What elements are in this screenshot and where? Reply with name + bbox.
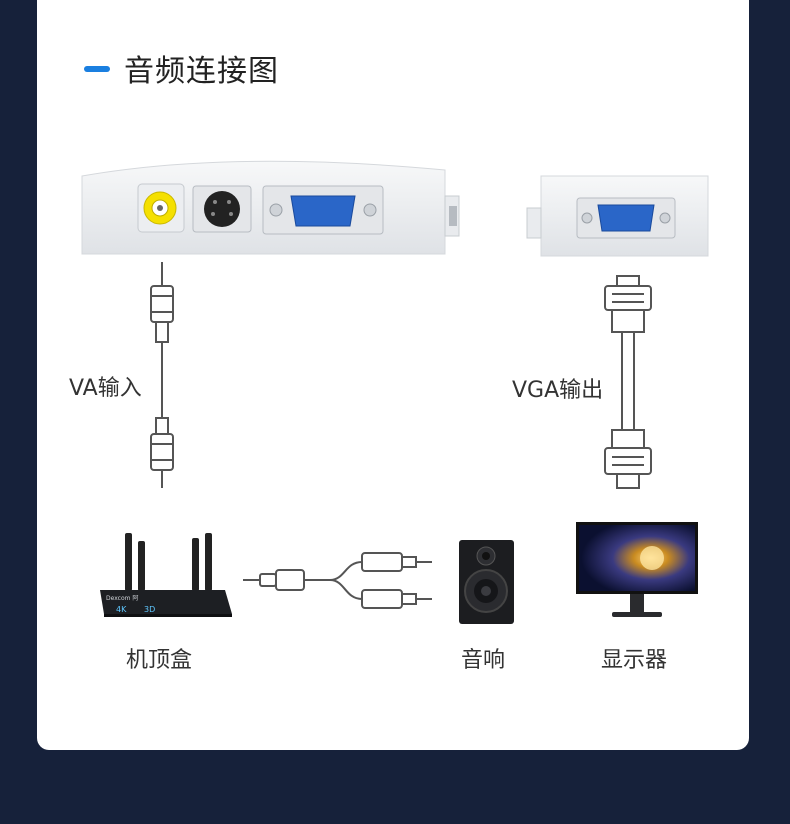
speaker bbox=[459, 540, 514, 624]
box-3d-text: 3D bbox=[144, 605, 155, 614]
box-brand-text: Dexcom 阿 bbox=[106, 594, 138, 602]
rca-cable bbox=[150, 262, 174, 488]
label-va-input: VA输入 bbox=[69, 376, 142, 401]
vga-port-icon bbox=[581, 204, 671, 232]
rca-jack-icon bbox=[137, 183, 185, 233]
vga-port-icon bbox=[262, 185, 384, 235]
set-top-box: Dexcom 阿 4K 3D bbox=[100, 533, 232, 617]
rca-plug-icon bbox=[150, 433, 174, 471]
rca-plug-icon bbox=[150, 285, 174, 323]
label-set-top-box: 机顶盒 bbox=[126, 648, 193, 673]
label-monitor: 显示器 bbox=[601, 648, 668, 673]
converter-box-side bbox=[526, 175, 709, 257]
audio-y-cable bbox=[243, 552, 432, 609]
rca-plug-icon bbox=[361, 589, 432, 609]
audio-plug-icon bbox=[259, 569, 305, 591]
vga-plug-icon bbox=[604, 275, 652, 333]
converter-box bbox=[81, 160, 460, 255]
box-4k-text: 4K bbox=[116, 605, 127, 614]
svideo-jack-icon bbox=[192, 185, 252, 233]
rca-plug-icon bbox=[361, 552, 432, 572]
title-accent-bar bbox=[84, 66, 110, 72]
page-title: 音频连接图 bbox=[124, 54, 279, 89]
vga-cable bbox=[604, 275, 652, 489]
content-card bbox=[37, 0, 749, 750]
monitor bbox=[576, 522, 698, 617]
vga-plug-icon bbox=[604, 429, 652, 489]
label-vga-output: VGA输出 bbox=[512, 378, 604, 403]
label-speaker: 音响 bbox=[461, 648, 506, 673]
